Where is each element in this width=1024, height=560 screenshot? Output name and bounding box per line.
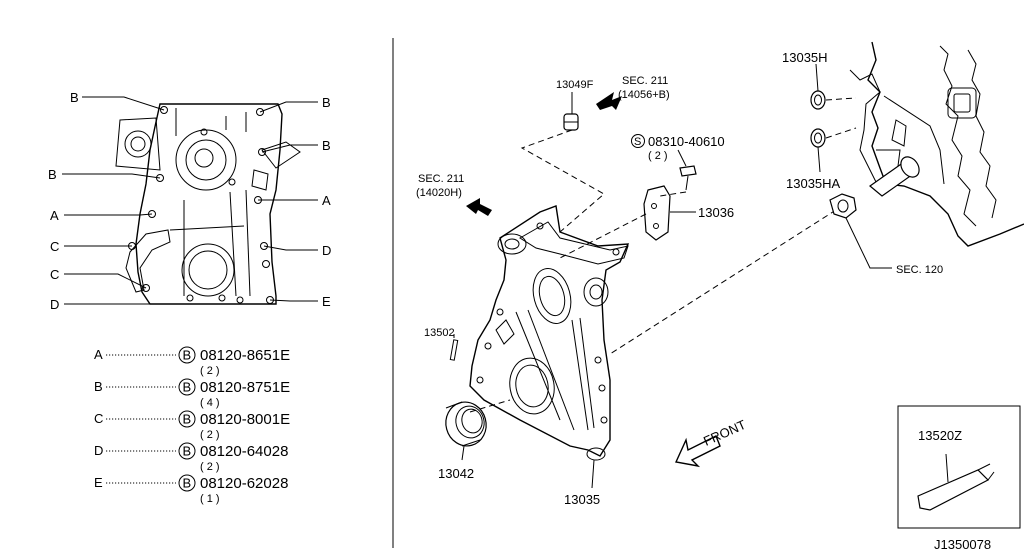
label-13035HA: 13035HA bbox=[786, 176, 841, 191]
legend-part-number: 08120-8651E bbox=[200, 347, 290, 364]
screw-symbol-icon: S bbox=[631, 134, 645, 148]
legend-letter: A bbox=[94, 347, 103, 362]
legend-part-number: 08120-8751E bbox=[200, 379, 290, 396]
screw-08310-40610 bbox=[679, 165, 697, 191]
legend-quantity: ( 1 ) bbox=[200, 493, 220, 505]
callout-c: C bbox=[50, 239, 59, 254]
callout-b: B bbox=[48, 167, 57, 182]
sec211-arrow-left bbox=[466, 198, 492, 216]
label-13049F: 13049F bbox=[556, 79, 594, 91]
legend-quantity: ( 2 ) bbox=[200, 429, 220, 441]
engine-block bbox=[849, 41, 1024, 247]
label-13035: 13035 bbox=[564, 492, 600, 507]
dowel-pin-13502 bbox=[449, 339, 459, 361]
legend-row: D B 08120-64028( 2 ) bbox=[94, 442, 288, 473]
callout-a: A bbox=[50, 208, 59, 223]
bolt-symbol-letter: B bbox=[183, 380, 192, 395]
bolt-symbol-icon: B bbox=[178, 474, 196, 492]
callout-b: B bbox=[322, 138, 331, 153]
bolt-symbol-icon: B bbox=[178, 410, 196, 428]
label-13520Z: 13520Z bbox=[918, 428, 962, 443]
label-13042: 13042 bbox=[438, 466, 474, 481]
bolt-symbol-letter: B bbox=[183, 412, 192, 427]
callout-e: E bbox=[322, 294, 331, 309]
exploded-view bbox=[445, 41, 1024, 529]
legend-part-number: 08120-62028 bbox=[200, 475, 288, 492]
label-sec211-left-ref: (14020H) bbox=[416, 187, 462, 199]
label-sec211-upper-ref: (14056+B) bbox=[618, 89, 670, 101]
gasket-13035H bbox=[810, 90, 826, 110]
legend-quantity: ( 2 ) bbox=[200, 461, 220, 473]
overview-leaders bbox=[62, 96, 318, 305]
bolt-symbol-icon: B bbox=[178, 442, 196, 460]
front-arrow-icon bbox=[674, 435, 721, 468]
bolt-symbol-letter: B bbox=[183, 348, 192, 363]
bracket-13036 bbox=[643, 185, 671, 241]
legend-letter: C bbox=[94, 411, 103, 426]
oil-seal-13042 bbox=[445, 401, 487, 447]
callout-d: D bbox=[322, 243, 331, 258]
legend-part-number: 08120-8001E bbox=[200, 411, 290, 428]
label-13502: 13502 bbox=[424, 327, 455, 339]
label-sec211-left: SEC. 211 bbox=[418, 173, 464, 185]
legend-letter: E bbox=[94, 475, 103, 490]
legend-letter: B bbox=[94, 379, 103, 394]
screw-symbol-letter: S bbox=[634, 136, 641, 148]
legend-letter: D bbox=[94, 443, 103, 458]
bolt-symbol-letter: B bbox=[183, 476, 192, 491]
callout-d: D bbox=[50, 297, 59, 312]
diagram-id: J1350078 bbox=[934, 537, 991, 552]
water-pipe bbox=[869, 149, 920, 197]
nut-sec120 bbox=[829, 193, 857, 219]
legend-quantity: ( 4 ) bbox=[200, 397, 220, 409]
callout-c: C bbox=[50, 267, 59, 282]
legend-row: B B 08120-8751E( 4 ) bbox=[94, 378, 290, 409]
sealant-box bbox=[897, 405, 1021, 529]
legend-part-number: 08120-64028 bbox=[200, 443, 288, 460]
legend-row: C B 08120-8001E( 2 ) bbox=[94, 410, 290, 441]
bolt-symbol-icon: B bbox=[178, 378, 196, 396]
label-sec211-upper: SEC. 211 bbox=[622, 75, 668, 87]
gasket-13035HA bbox=[810, 128, 826, 148]
bolt-holes bbox=[128, 106, 274, 304]
plug-13049F bbox=[563, 113, 579, 131]
label-screw-qty: ( 2 ) bbox=[648, 150, 668, 162]
bolt-symbol-letter: B bbox=[183, 444, 192, 459]
label-13035H: 13035H bbox=[782, 50, 828, 65]
callout-b: B bbox=[322, 95, 331, 110]
legend-quantity: ( 2 ) bbox=[200, 365, 220, 377]
label-sec120: SEC. 120 bbox=[896, 264, 943, 276]
label-13036: 13036 bbox=[698, 205, 734, 220]
front-cover-13035 bbox=[469, 205, 630, 457]
sec211-arrow-upper bbox=[596, 92, 622, 110]
label-screw-part: 08310-40610 bbox=[648, 134, 725, 149]
legend-row: A B 08120-8651E( 2 ) bbox=[94, 346, 290, 377]
legend-row: E B 08120-62028( 1 ) bbox=[94, 474, 288, 505]
callout-a: A bbox=[322, 193, 331, 208]
label-front: FRONT bbox=[701, 417, 748, 449]
bolt-symbol-icon: B bbox=[178, 346, 196, 364]
part-labels: 13049F SEC. 211 (14056+B) S 08310-40610 … bbox=[416, 50, 991, 552]
callout-b: B bbox=[70, 90, 79, 105]
front-cover-overview: B B B B A A C D C D E bbox=[48, 90, 331, 312]
